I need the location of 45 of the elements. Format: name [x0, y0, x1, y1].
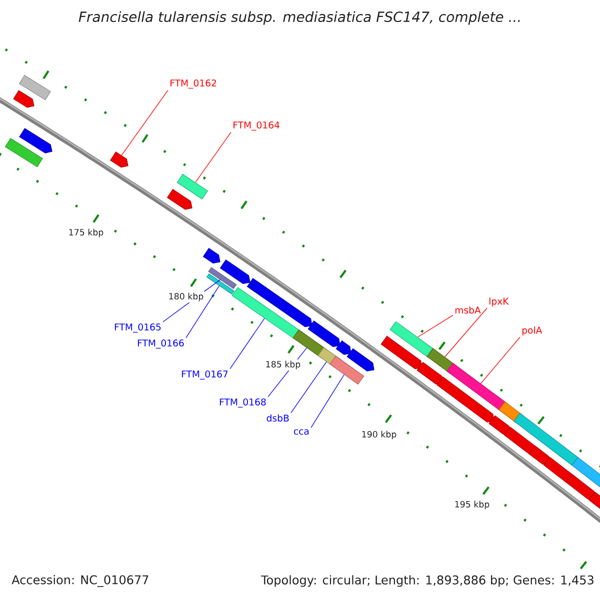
- gene-label: FTM_0166: [138, 339, 184, 349]
- pointed-gene-bar: [308, 320, 340, 347]
- pointed-gene-bar: [166, 188, 192, 210]
- footer-text: Topology: circular; Length: 1,893,886 bp; Genes: 1,453: [260, 574, 596, 588]
- footer-text: Accession: NC_010677: [10, 574, 151, 588]
- gene-label: FTM_0164: [234, 121, 280, 131]
- scale-label: 175 kbp: [67, 227, 105, 239]
- pointed-gene-bar: [336, 340, 352, 355]
- pointed-gene-bar: [588, 492, 600, 510]
- pointed-gene-bar: [488, 415, 510, 434]
- gene-bar: [514, 412, 578, 466]
- gene-bar: [18, 74, 51, 100]
- gene-label: dsbB: [266, 414, 289, 422]
- gene-bar: [4, 138, 43, 168]
- leader-line: [310, 374, 344, 428]
- pointed-gene-bar: [380, 336, 422, 370]
- pointed-gene-bar: [436, 376, 494, 422]
- leader-line: [121, 90, 168, 156]
- scale-label: 185 kbp: [264, 359, 302, 371]
- leader-line: [417, 314, 454, 338]
- pointed-gene-bar: [110, 152, 128, 168]
- gene-bar: [330, 356, 364, 385]
- scale-label: 190 kbp: [360, 429, 398, 441]
- scale-label: 180 kbp: [167, 291, 205, 303]
- gene-label: FTM_0165: [114, 323, 161, 333]
- pointed-gene-bar: [416, 362, 444, 384]
- leader-line: [186, 286, 220, 338]
- gene-label: FTM_0168: [220, 398, 266, 408]
- pointed-gene-bar: [19, 128, 52, 154]
- leader-line: [230, 318, 265, 370]
- leader-line: [444, 308, 488, 358]
- gene-bar: [571, 456, 600, 490]
- gene-label: lpxK: [489, 298, 509, 307]
- scale-label: 195 kbp: [453, 499, 491, 511]
- leader-line: [480, 336, 520, 384]
- gene-label: cca: [294, 429, 309, 435]
- title: Francisella tularensis subsp. mediasiatica FSC147, complete ...: [78, 11, 520, 25]
- gene-label: FTM_0167: [182, 370, 228, 380]
- gene-label: FTM_0162: [170, 79, 216, 89]
- gene-label: polA: [522, 326, 542, 336]
- leader-line: [290, 362, 327, 414]
- leader-line: [195, 132, 232, 183]
- gene-label: msbA: [455, 306, 481, 314]
- pointed-gene-bar: [13, 90, 34, 108]
- pointed-gene-bar: [346, 348, 374, 372]
